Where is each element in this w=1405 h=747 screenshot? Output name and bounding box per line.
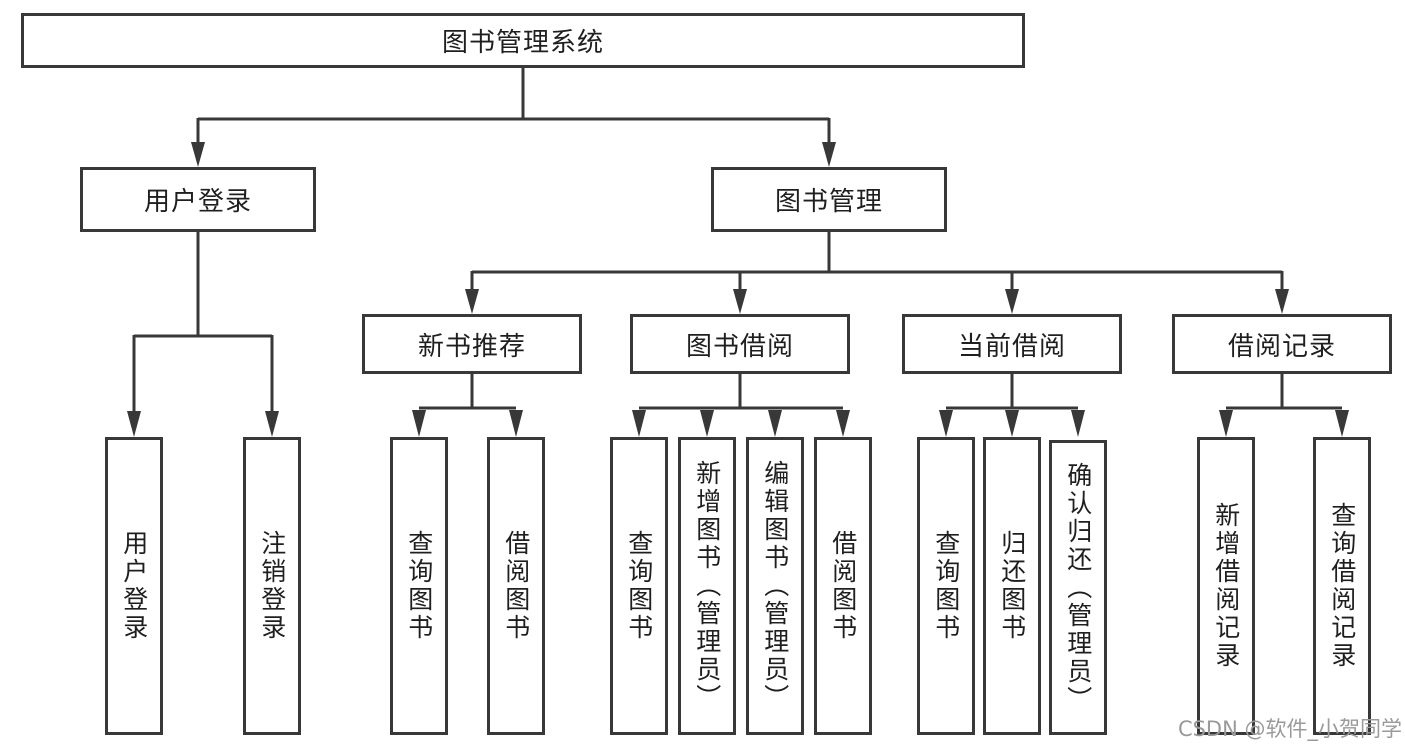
node-book-management: 图书管理 <box>711 167 947 232</box>
leaf-return-books-label: 归还图书 <box>997 530 1027 642</box>
leaf-borrow-books-recommend-label: 借阅图书 <box>501 530 531 642</box>
leaf-query-books-borrowing-label: 查询图书 <box>624 530 654 642</box>
watermark-text: CSDN @软件_小贺同学 <box>1177 717 1402 741</box>
leaf-query-books-current-label: 查询图书 <box>931 530 961 642</box>
leaf-logout-label: 注销登录 <box>257 530 287 642</box>
node-book-management-label: 图书管理 <box>774 187 883 217</box>
leaf-query-borrow-record: 查询借阅记录 <box>1313 437 1371 735</box>
leaf-add-book-admin-label: 新增图书（管理员） <box>692 460 722 712</box>
leaf-query-books-recommend-label: 查询图书 <box>404 530 434 642</box>
leaf-query-books-borrowing: 查询图书 <box>610 437 668 735</box>
node-new-book-recommendation-label: 新书推荐 <box>417 331 526 362</box>
leaf-borrow-books-recommend: 借阅图书 <box>487 437 545 735</box>
leaf-borrow-books-borrowing: 借阅图书 <box>814 437 872 735</box>
node-current-borrowing-label: 当前借阅 <box>957 331 1066 362</box>
node-borrowing-records: 借阅记录 <box>1172 314 1392 374</box>
leaf-add-borrow-record-label: 新增借阅记录 <box>1211 502 1241 670</box>
node-book-borrowing: 图书借阅 <box>630 314 850 374</box>
leaf-user-login: 用户登录 <box>105 437 163 735</box>
leaf-user-login-label: 用户登录 <box>119 530 149 642</box>
node-root-label: 图书管理系统 <box>441 28 604 58</box>
node-current-borrowing: 当前借阅 <box>902 314 1122 374</box>
leaf-query-books-recommend: 查询图书 <box>390 437 448 735</box>
leaf-return-books: 归还图书 <box>983 437 1041 735</box>
node-book-borrowing-label: 图书借阅 <box>685 331 794 362</box>
leaf-confirm-return-admin: 确认归还（管理员） <box>1049 440 1107 735</box>
node-borrowing-records-label: 借阅记录 <box>1227 331 1336 362</box>
leaf-edit-book-admin: 编辑图书（管理员） <box>746 437 804 735</box>
leaf-query-borrow-record-label: 查询借阅记录 <box>1327 502 1357 670</box>
node-user-login-label: 用户登录 <box>143 187 252 217</box>
node-root: 图书管理系统 <box>21 13 1025 68</box>
node-new-book-recommendation: 新书推荐 <box>362 314 582 374</box>
node-user-login: 用户登录 <box>80 167 316 232</box>
leaf-confirm-return-admin-label: 确认归还（管理员） <box>1063 461 1093 714</box>
leaf-add-borrow-record: 新增借阅记录 <box>1197 437 1255 735</box>
leaf-logout: 注销登录 <box>243 437 301 735</box>
leaf-add-book-admin: 新增图书（管理员） <box>678 437 736 735</box>
leaf-edit-book-admin-label: 编辑图书（管理员） <box>760 460 790 712</box>
leaf-query-books-current: 查询图书 <box>917 437 975 735</box>
leaf-borrow-books-borrowing-label: 借阅图书 <box>828 530 858 642</box>
